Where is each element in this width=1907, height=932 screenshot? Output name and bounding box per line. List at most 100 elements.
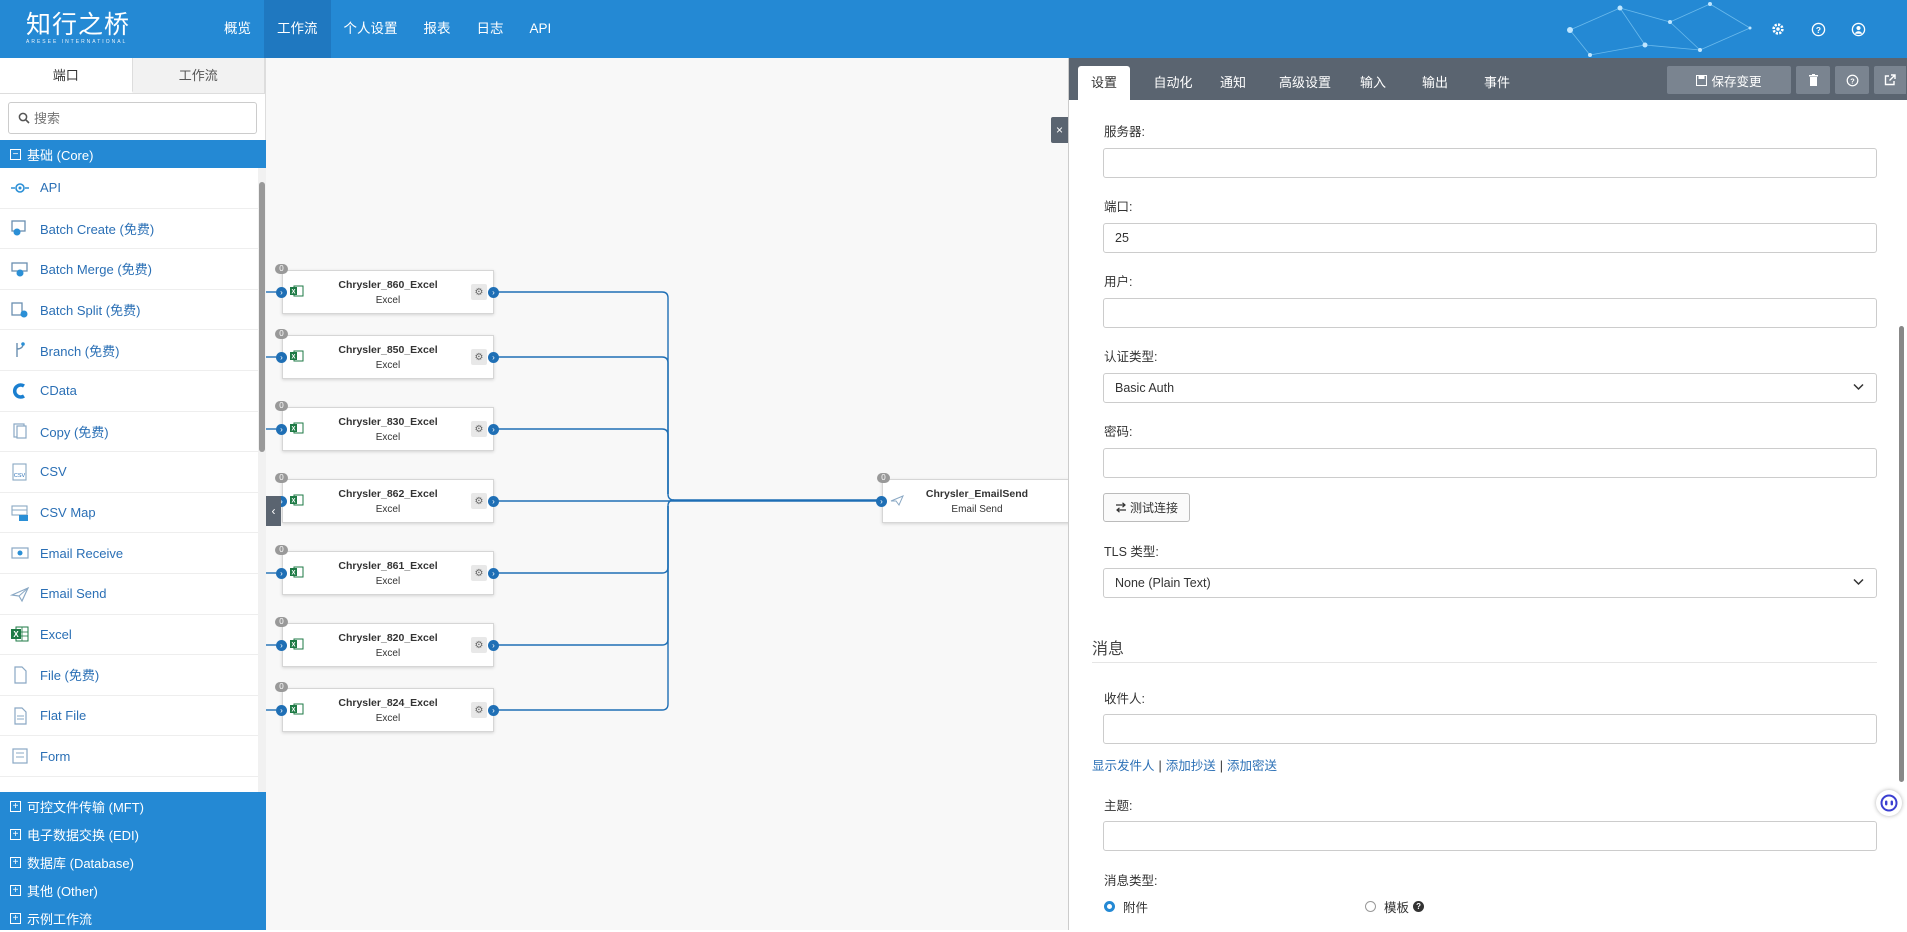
auth-type-select[interactable]: Basic Auth	[1103, 373, 1877, 403]
category-samples[interactable]: +示例工作流	[0, 904, 266, 932]
connector-item[interactable]: Copy (免费)	[0, 412, 258, 453]
connector-item[interactable]: Batch Split (免费)	[0, 290, 258, 331]
password-input[interactable]	[1103, 448, 1877, 478]
workflow-canvas[interactable]: Chrysler_860_Excel Excel X ⚙ Chrysler_85…	[266, 58, 1068, 930]
workflow-node-email-send[interactable]: Chrysler_EmailSend Email Send	[882, 479, 1068, 523]
node-settings-gear-icon[interactable]: ⚙	[471, 702, 487, 718]
settings-gear-icon[interactable]	[1767, 18, 1789, 40]
save-changes-button[interactable]: 保存变更	[1667, 66, 1791, 94]
node-settings-gear-icon[interactable]: ⚙	[471, 349, 487, 365]
input-port[interactable]: ›	[276, 640, 287, 651]
nav-api[interactable]: API	[529, 21, 552, 36]
nav-workflow[interactable]: 工作流	[264, 0, 331, 58]
workflow-node[interactable]: Chrysler_861_Excel Excel X ⚙	[282, 551, 494, 595]
add-bcc-link[interactable]: 添加密送	[1227, 759, 1278, 773]
nav-reports[interactable]: 报表	[423, 21, 451, 36]
output-port[interactable]: ›	[488, 352, 499, 363]
workflow-node[interactable]: Chrysler_860_Excel Excel X ⚙	[282, 270, 494, 314]
collapse-palette-chevron-icon[interactable]: ‹	[266, 496, 281, 526]
connector-item[interactable]: CSV Map	[0, 493, 258, 534]
help-button[interactable]: ?	[1835, 66, 1869, 94]
brand-logo[interactable]: 知行之桥 ARESEE INTERNATIONAL	[26, 12, 130, 46]
node-settings-gear-icon[interactable]: ⚙	[471, 284, 487, 300]
help-icon[interactable]: ?	[1413, 901, 1425, 912]
tls-type-select[interactable]: None (Plain Text)	[1103, 568, 1877, 598]
delete-button[interactable]	[1796, 66, 1830, 94]
category-database[interactable]: +数据库 (Database)	[0, 848, 266, 876]
nav-overview[interactable]: 概览	[224, 21, 251, 36]
input-port[interactable]: ›	[876, 496, 887, 507]
tab-ports[interactable]: 端口	[0, 58, 133, 93]
connector-item[interactable]: Batch Create (免费)	[0, 209, 258, 250]
tab-advanced[interactable]: 高级设置	[1278, 75, 1331, 90]
nav-logs[interactable]: 日志	[476, 21, 504, 36]
input-port[interactable]: ›	[276, 705, 287, 716]
open-external-button[interactable]	[1874, 66, 1906, 94]
properties-scrollbar[interactable]	[1896, 100, 1907, 930]
tab-notifications[interactable]: 通知	[1219, 75, 1246, 90]
palette-scrollbar[interactable]	[258, 168, 266, 792]
output-port[interactable]: ›	[488, 705, 499, 716]
user-input[interactable]	[1103, 298, 1877, 328]
help-icon[interactable]: ?	[1807, 18, 1829, 40]
tab-input[interactable]: 输入	[1359, 75, 1386, 90]
node-settings-gear-icon[interactable]: ⚙	[471, 565, 487, 581]
connector-item[interactable]: Email Receive	[0, 533, 258, 574]
scrollbar-thumb[interactable]	[1899, 326, 1904, 782]
port-input[interactable]: 25	[1103, 223, 1877, 253]
connector-item[interactable]: Form	[0, 736, 258, 777]
workflow-node[interactable]: Chrysler_830_Excel Excel X ⚙	[282, 407, 494, 451]
connector-item[interactable]: Batch Merge (免费)	[0, 249, 258, 290]
input-port[interactable]: ›	[276, 496, 287, 507]
output-port[interactable]: ›	[488, 287, 499, 298]
show-sender-link[interactable]: 显示发件人	[1092, 759, 1155, 773]
add-cc-link[interactable]: 添加抄送	[1165, 759, 1216, 773]
connector-item[interactable]: Branch (免费)	[0, 330, 258, 371]
workflow-node[interactable]: Chrysler_850_Excel Excel X ⚙	[282, 335, 494, 379]
connector-item[interactable]: File (免费)	[0, 655, 258, 696]
scrollbar-thumb[interactable]	[259, 182, 265, 452]
connector-item[interactable]: Flat File	[0, 696, 258, 737]
input-port[interactable]: ›	[276, 287, 287, 298]
radio-template[interactable]: 模板 ?	[1365, 897, 1425, 916]
node-settings-gear-icon[interactable]: ⚙	[471, 637, 487, 653]
output-port[interactable]: ›	[488, 568, 499, 579]
server-input[interactable]	[1103, 148, 1877, 178]
workflow-node[interactable]: Chrysler_862_Excel Excel X ⚙	[282, 479, 494, 523]
category-other[interactable]: +其他 (Other)	[0, 876, 266, 904]
tab-output[interactable]: 输出	[1421, 75, 1448, 90]
input-port[interactable]: ›	[276, 424, 287, 435]
radio-attachment[interactable]: 附件	[1104, 897, 1148, 916]
output-port[interactable]: ›	[488, 496, 499, 507]
connector-item[interactable]: API	[0, 168, 258, 209]
subject-input[interactable]	[1103, 821, 1877, 851]
search-box[interactable]	[8, 102, 257, 134]
category-mft[interactable]: +可控文件传输 (MFT)	[0, 792, 266, 820]
workflow-node[interactable]: Chrysler_820_Excel Excel X ⚙	[282, 623, 494, 667]
tab-workflows[interactable]: 工作流	[132, 58, 265, 93]
close-panel-icon[interactable]: ×	[1051, 117, 1068, 143]
nav-profile[interactable]: 个人设置	[343, 21, 398, 36]
input-port[interactable]: ›	[276, 352, 287, 363]
category-edi[interactable]: +电子数据交换 (EDI)	[0, 820, 266, 848]
connector-item[interactable]: Email Send	[0, 574, 258, 615]
output-port[interactable]: ›	[488, 640, 499, 651]
connector-item[interactable]: X Excel	[0, 615, 258, 656]
node-settings-gear-icon[interactable]: ⚙	[471, 421, 487, 437]
output-port[interactable]: ›	[488, 424, 499, 435]
tab-settings[interactable]: 设置	[1078, 66, 1130, 100]
category-core-header[interactable]: − 基础 (Core)	[0, 140, 266, 168]
tls-type-label: TLS 类型:	[1104, 545, 1159, 559]
connector-item[interactable]: CData	[0, 371, 258, 412]
workflow-node[interactable]: Chrysler_824_Excel Excel X ⚙	[282, 688, 494, 732]
recipient-input[interactable]	[1103, 714, 1877, 744]
input-port[interactable]: ›	[276, 568, 287, 579]
test-connection-button[interactable]: 测试连接	[1103, 493, 1190, 522]
search-input[interactable]	[34, 110, 244, 126]
assistant-robot-icon[interactable]	[1876, 790, 1902, 816]
tab-automation[interactable]: 自动化	[1153, 75, 1193, 90]
user-account-icon[interactable]	[1847, 18, 1869, 40]
tab-events[interactable]: 事件	[1483, 75, 1510, 90]
node-settings-gear-icon[interactable]: ⚙	[471, 493, 487, 509]
connector-item[interactable]: CSV CSV	[0, 452, 258, 493]
